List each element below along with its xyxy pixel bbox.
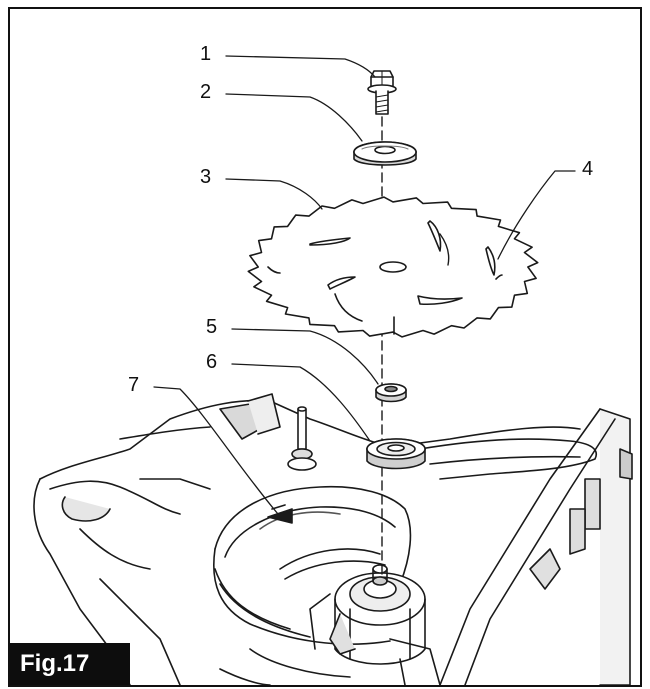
blade-guard xyxy=(213,485,412,645)
bolt xyxy=(367,70,397,115)
gear-case xyxy=(219,564,441,685)
guard-frame xyxy=(419,408,633,685)
leader-lines xyxy=(153,55,576,515)
callout-7: 7 xyxy=(128,374,140,396)
outer-flange xyxy=(366,438,426,470)
leader-1 xyxy=(225,55,376,78)
callout-6: 6 xyxy=(206,351,218,373)
leader-2 xyxy=(225,93,363,142)
assembly-drawing xyxy=(33,55,633,685)
inner-collar xyxy=(375,383,407,403)
machine-housing xyxy=(33,393,581,685)
callout-2: 2 xyxy=(200,81,212,103)
leader-3 xyxy=(225,178,323,210)
callout-1: 1 xyxy=(200,43,212,65)
leader-7 xyxy=(153,386,279,515)
saw-blade xyxy=(247,196,539,338)
figure-label: Fig.17 xyxy=(10,643,130,685)
diagram-frame: 1 2 3 4 5 6 7 Fig.17 xyxy=(8,7,642,687)
washer xyxy=(353,141,417,166)
callout-5: 5 xyxy=(206,316,218,338)
leader-6 xyxy=(231,363,371,442)
callout-4: 4 xyxy=(582,158,594,180)
leader-5 xyxy=(231,328,379,385)
leader-4 xyxy=(497,170,576,260)
spindle-stud xyxy=(287,406,317,471)
callout-3: 3 xyxy=(200,166,212,188)
